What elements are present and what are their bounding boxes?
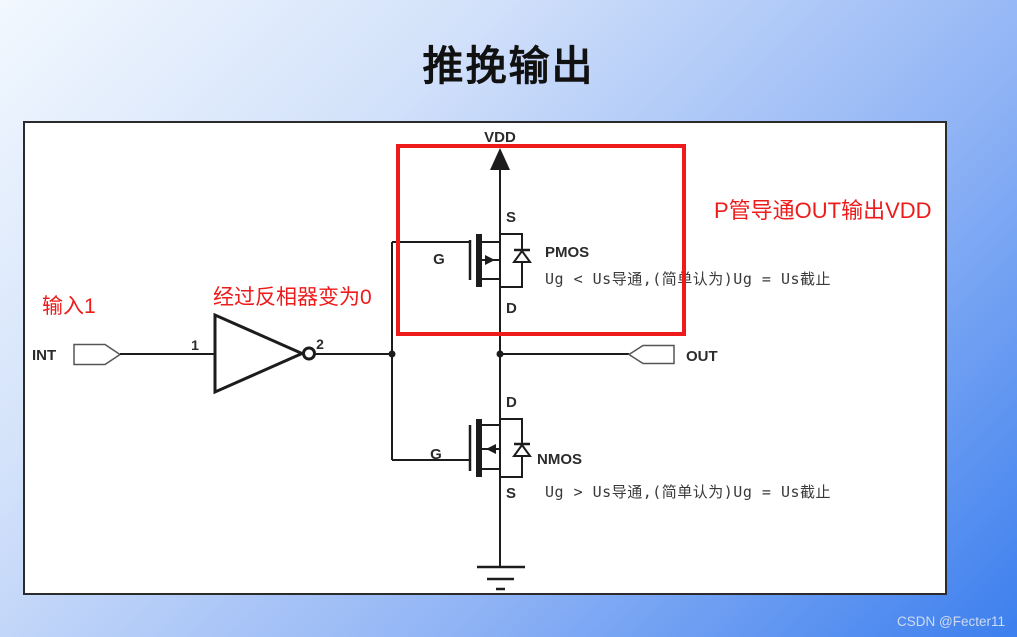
- page-title: 推挽输出: [422, 43, 595, 89]
- nmos-gate-label: G: [430, 446, 442, 463]
- pmos-condition-text: Ug < Us导通,(简单认为)Ug = Us截止: [545, 270, 831, 288]
- pmos-name-label: PMOS: [545, 244, 589, 261]
- ground-bars-icon: [477, 565, 525, 591]
- annotation-pmos-on: P管导通OUT输出VDD: [714, 198, 932, 223]
- annotation-input: 输入1: [42, 295, 96, 318]
- pmos-arrow-icon: [485, 255, 495, 265]
- output-node: OUT: [496, 287, 718, 419]
- pmos-body-diode-icon: [512, 249, 532, 263]
- nmos-condition-text: Ug > Us导通,(简单认为)Ug = Us截止: [545, 483, 831, 501]
- ground-symbol: [477, 477, 525, 591]
- pmos-source-label: S: [506, 209, 516, 226]
- nmos-name-label: NMOS: [537, 451, 582, 468]
- nmos-symbol: D G S NMOS Ug > Us导通,(简单认为)Ug = Us截止: [392, 394, 831, 502]
- pmos-highlight-box: [396, 144, 686, 336]
- gate-junction-dot: [388, 350, 396, 358]
- out-label: OUT: [686, 348, 718, 365]
- input-stage: INT 1 2: [32, 242, 396, 460]
- node2-label: 2: [316, 336, 324, 352]
- inverter-gate: [213, 312, 306, 395]
- circuit-diagram: VDD S G D PMOS Ug < Us导通,(简单认为)Ug = Us截止: [32, 129, 932, 591]
- circuit-diagram-panel: VDD S G D PMOS Ug < Us导通,(简单认为)Ug = Us截止: [23, 121, 947, 595]
- nmos-arrow-icon: [486, 444, 496, 454]
- pmos-symbol: G D PMOS Ug < Us导通,(简单认为)Ug = Us截止: [392, 233, 831, 317]
- vdd-arrow-icon: [490, 148, 510, 170]
- annotation-inverter: 经过反相器变为0: [213, 286, 372, 309]
- csdn-watermark: CSDN @Fecter11: [897, 614, 1005, 629]
- node1-label: 1: [191, 337, 199, 353]
- vdd-rail: VDD S: [484, 129, 516, 242]
- pmos-gate-label: G: [433, 251, 445, 268]
- nmos-body-diode-icon: [512, 443, 532, 457]
- vdd-label: VDD: [484, 129, 516, 146]
- pmos-drain-label: D: [506, 300, 517, 317]
- nmos-drain-label: D: [506, 394, 517, 411]
- inverter-bubble: [302, 346, 316, 361]
- int-label: INT: [32, 347, 56, 364]
- out-port-symbol: [627, 344, 675, 365]
- int-port-symbol: [73, 343, 122, 366]
- nmos-source-label: S: [506, 485, 516, 502]
